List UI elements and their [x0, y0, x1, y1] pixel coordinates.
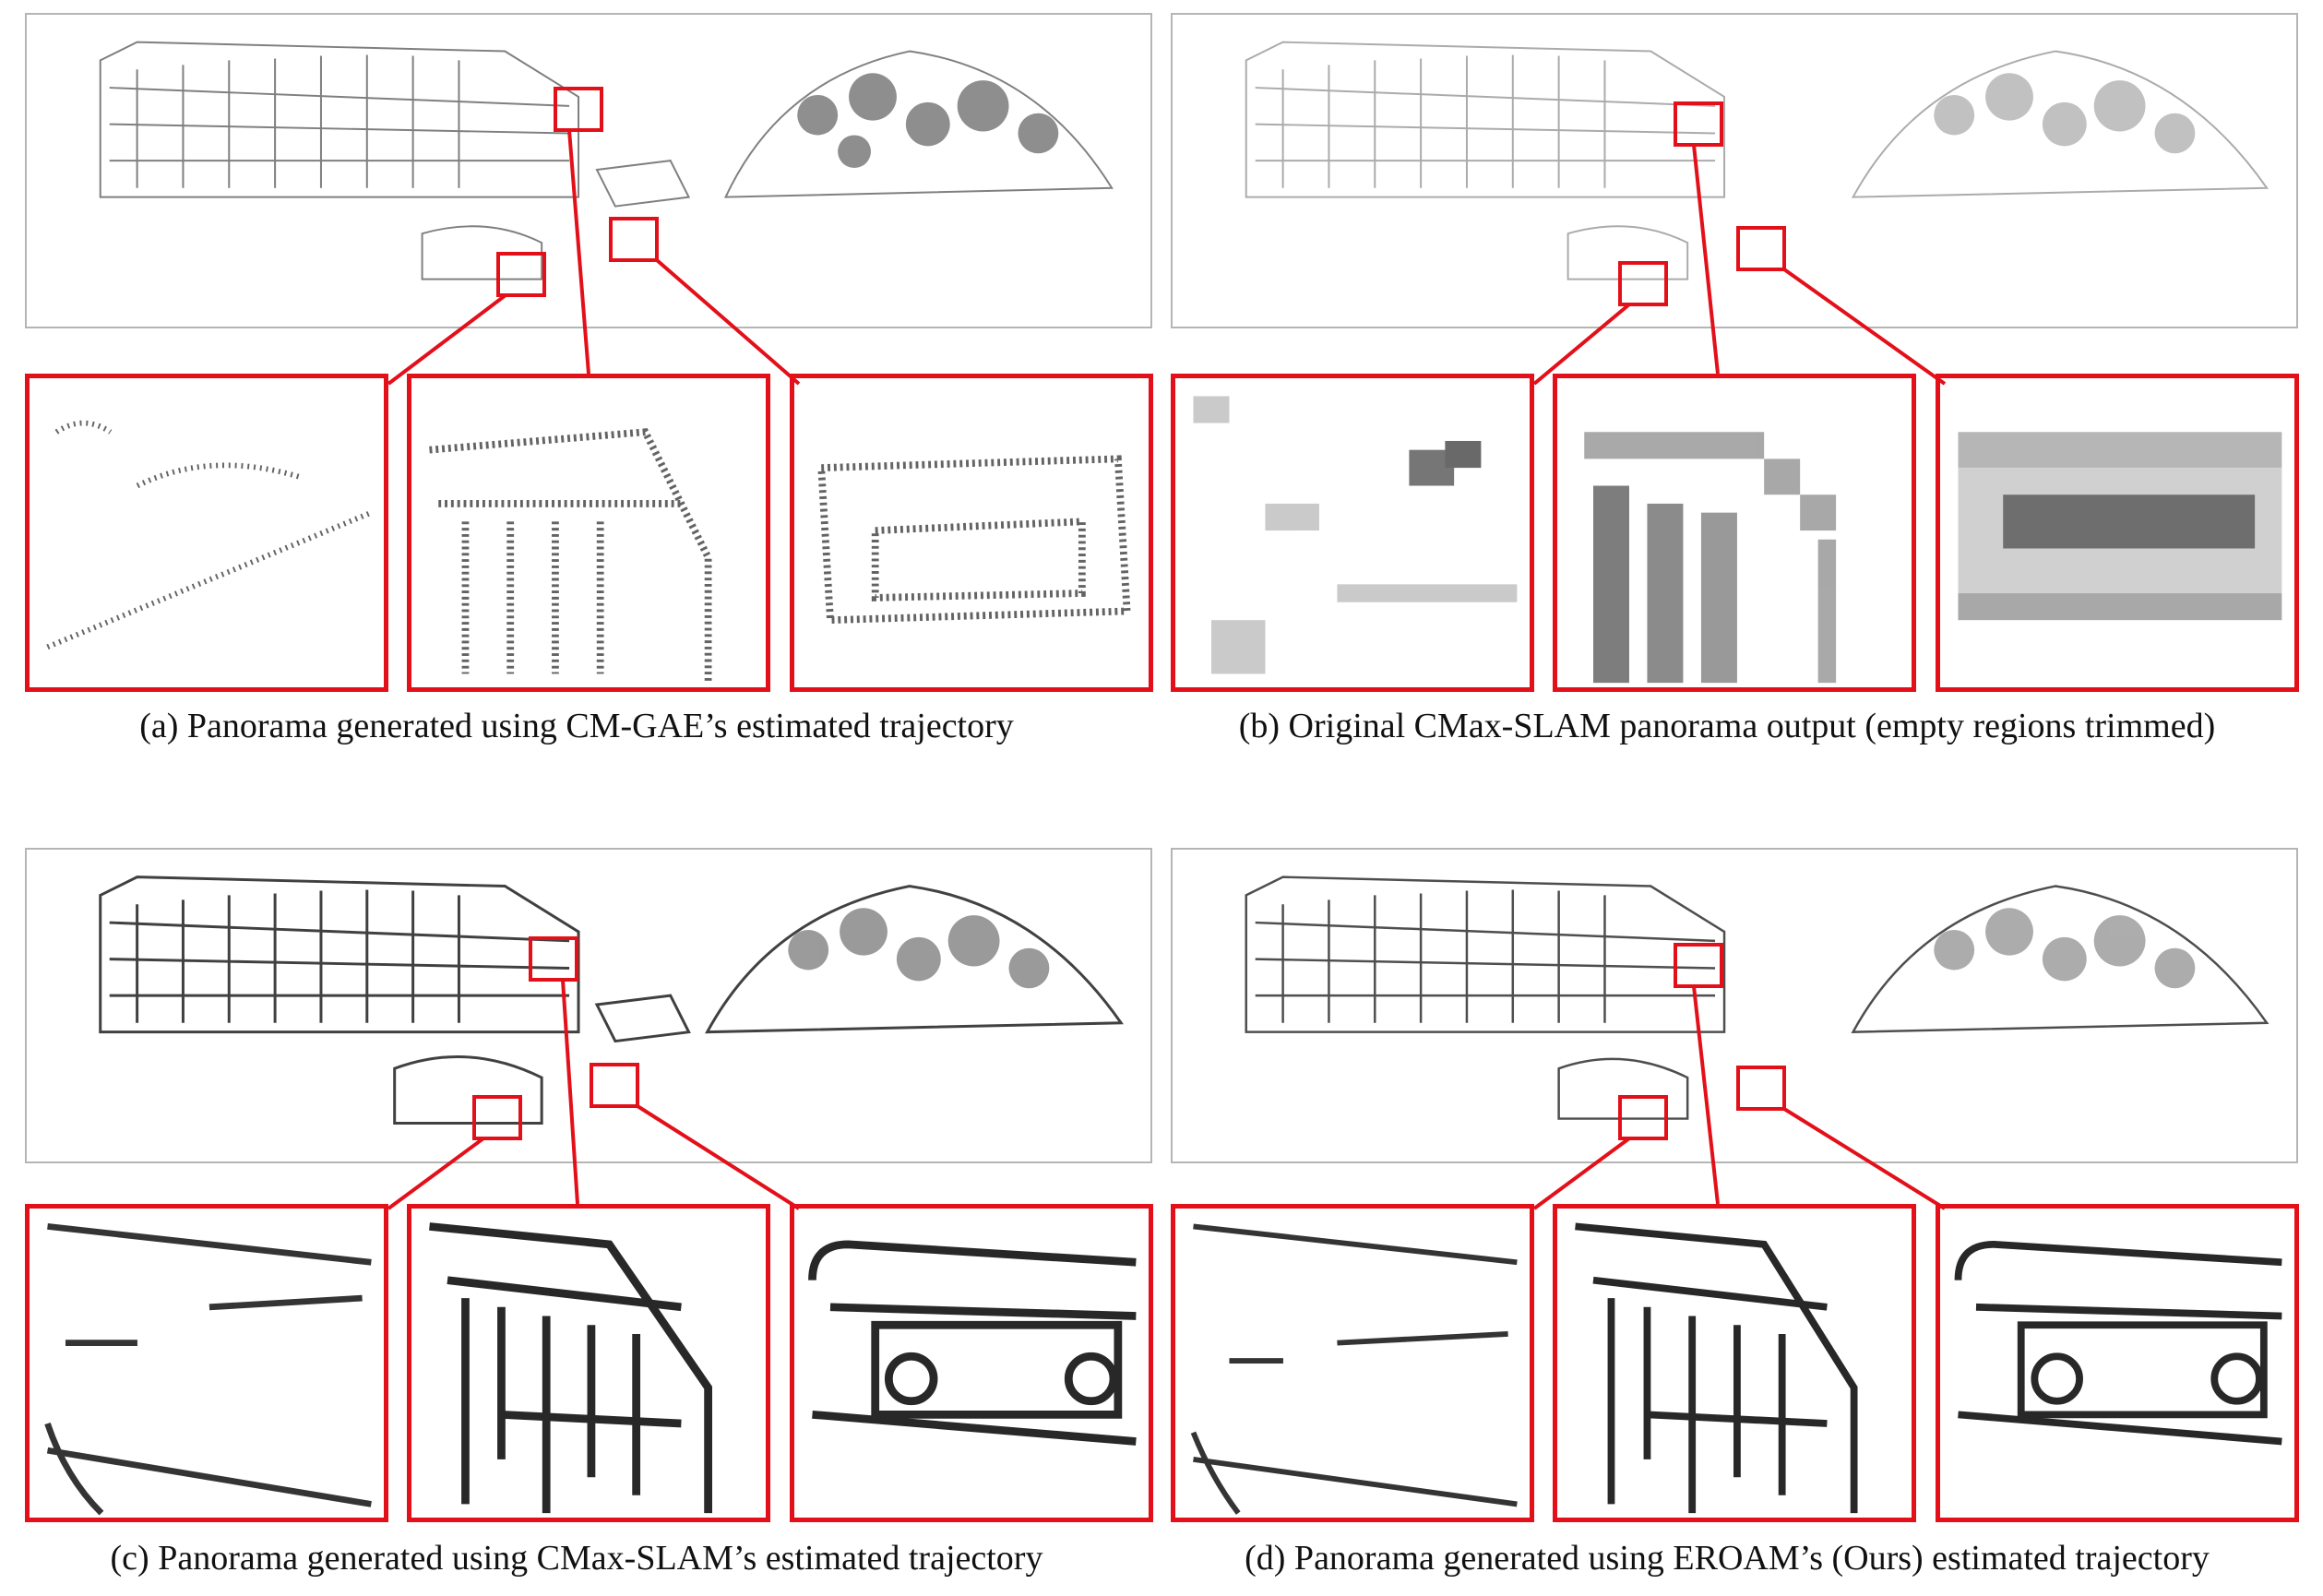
caption-c: (c) Panorama generated using CMax-SLAM’s…	[110, 1539, 1043, 1578]
panorama-sketch-c	[99, 875, 1124, 1125]
zoom-inset-a-1	[25, 374, 388, 692]
panorama-image-c	[25, 848, 1152, 1163]
zoom-inset-a-2	[407, 374, 770, 692]
panorama-image-a	[25, 13, 1152, 328]
zoom-inset-d-3	[1936, 1204, 2299, 1522]
zoom-inset-d-2	[1553, 1204, 1916, 1522]
panorama-image-d	[1171, 848, 2298, 1163]
zoom-sketch-d-2	[1575, 1222, 1858, 1514]
panorama-sketch-a	[99, 41, 1114, 280]
panel-b: (b) Original CMax-SLAM panorama output (…	[1162, 0, 2323, 784]
caption-d: (d) Panorama generated using EROAM’s (Ou…	[1245, 1539, 2210, 1578]
zoom-sketch-c-2	[429, 1222, 713, 1514]
zoom-inset-c-1	[25, 1204, 388, 1522]
zoom-sketch-c-3	[808, 1240, 1137, 1446]
panel-d: (d) Panorama generated using EROAM’s (Ou…	[1162, 835, 2323, 1596]
zoom-sketch-d-1	[1190, 1223, 1518, 1515]
zoom-sketch-a-2	[429, 428, 712, 684]
zoom-sketch-c-1	[44, 1223, 372, 1516]
zoom-inset-b-1	[1171, 374, 1534, 692]
panel-c: (c) Panorama generated using CMax-SLAM’s…	[0, 835, 1162, 1596]
panel-a: (a) Panorama generated using CM-GAE’s es…	[0, 0, 1162, 784]
zoom-sketch-d-3	[1954, 1240, 2282, 1446]
zoom-sketch-b-2	[1584, 432, 1837, 684]
zoom-sketch-a-3	[817, 455, 1131, 625]
panorama-image-b	[1171, 13, 2298, 328]
caption-a: (a) Panorama generated using CM-GAE’s es…	[139, 707, 1014, 745]
zoom-inset-d-1	[1171, 1204, 1534, 1522]
caption-b: (b) Original CMax-SLAM panorama output (…	[1238, 707, 2216, 745]
zoom-sketch-b-3	[1958, 432, 2282, 621]
zoom-inset-b-3	[1936, 374, 2299, 692]
zoom-inset-c-3	[790, 1204, 1153, 1522]
panorama-sketch-d	[1245, 875, 2269, 1120]
zoom-inset-c-2	[407, 1204, 770, 1522]
panorama-sketch-b	[1245, 41, 2269, 280]
zoom-inset-a-3	[790, 374, 1153, 692]
zoom-inset-b-2	[1553, 374, 1916, 692]
zoom-sketch-b-1	[1193, 396, 1518, 674]
zoom-sketch-a-1	[46, 420, 373, 649]
